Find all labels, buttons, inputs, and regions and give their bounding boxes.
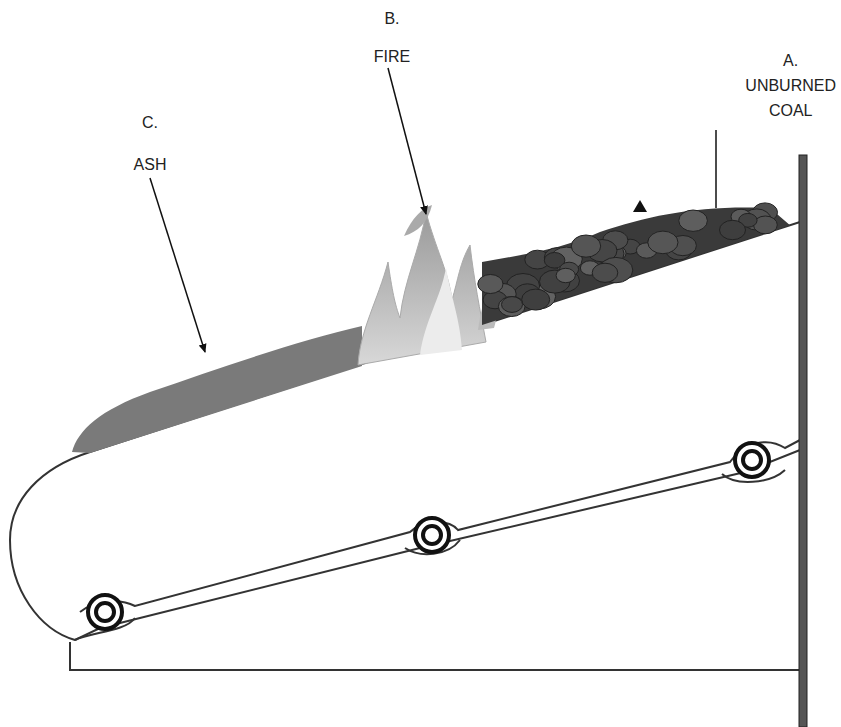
roller: [88, 595, 122, 629]
coal-lump: [498, 297, 525, 317]
grate-chain: [80, 440, 800, 612]
coal-pile: [478, 203, 790, 325]
callout-label: B. FIRE: [374, 0, 410, 76]
coal-lump: [556, 268, 575, 282]
leader-line: [150, 178, 205, 352]
roller: [415, 518, 449, 552]
coal-lump: [502, 297, 523, 313]
coal-lump: [720, 220, 746, 239]
ash-bed: [72, 326, 362, 453]
coal-lump: [648, 231, 678, 254]
callout-label: C. ASH: [134, 102, 167, 186]
arrowhead: [633, 200, 647, 212]
coal-lump: [571, 235, 600, 257]
coal-lump: [482, 207, 790, 325]
coal-lump: [592, 263, 618, 282]
leader-line: [715, 130, 717, 208]
frame-base: [70, 642, 800, 670]
wall-plate: [799, 155, 807, 727]
roller: [735, 443, 769, 477]
leader-line: [388, 68, 426, 214]
coal-lump: [679, 210, 708, 231]
coal-lump: [522, 289, 550, 310]
grate-body: [10, 222, 800, 640]
coal-lump: [478, 275, 503, 294]
callout-label: A. UNBURNED COAL: [745, 48, 836, 123]
